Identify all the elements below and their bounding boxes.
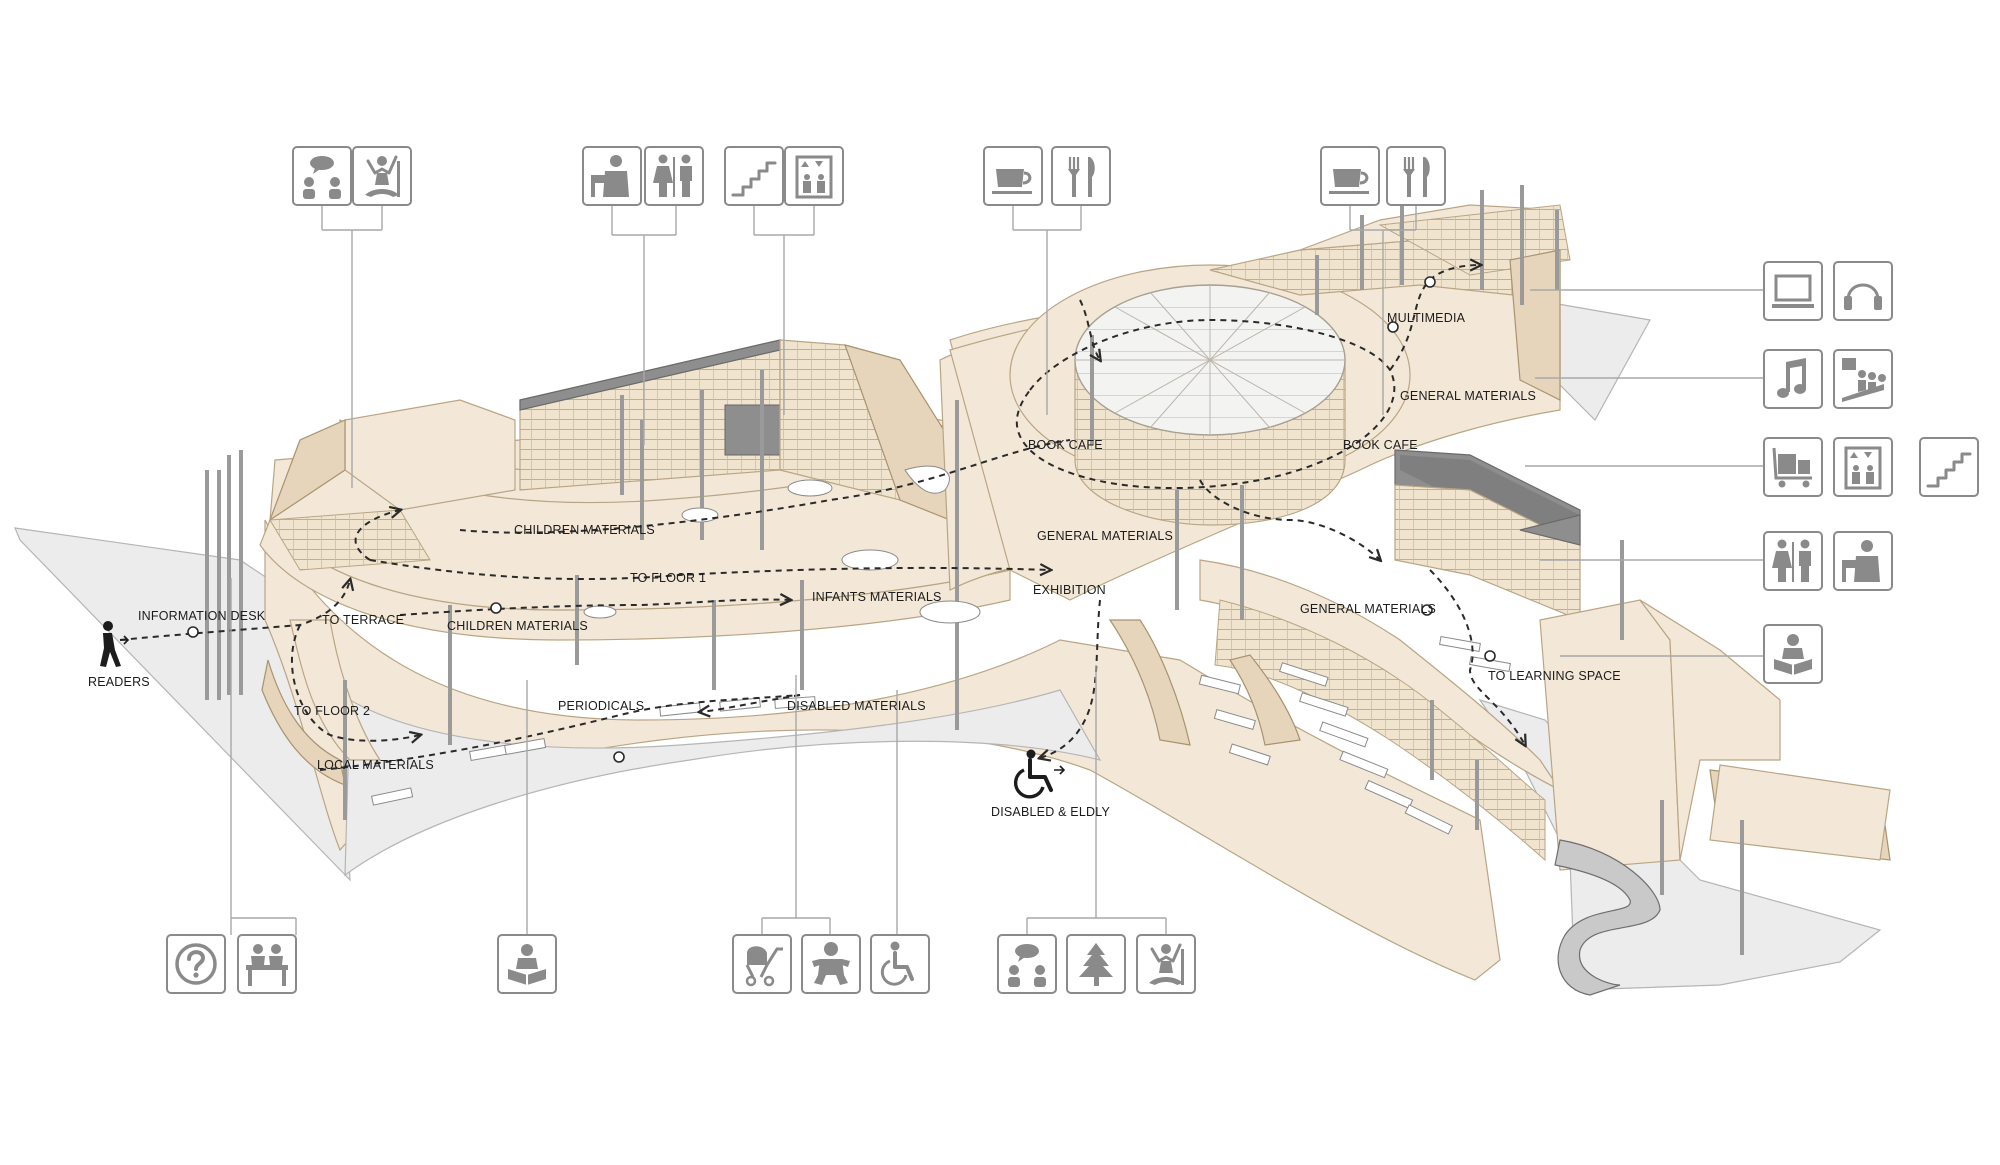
icon-group-right-4 — [1763, 531, 1893, 591]
restroom-icon — [644, 146, 704, 206]
label-periodicals: PERIODICALS — [558, 699, 644, 713]
label-general-materials-right: GENERAL MATERIALS — [1300, 602, 1436, 616]
label-children-materials-lower: CHILDREN MATERIALS — [447, 619, 588, 633]
headphones-icon — [1833, 261, 1893, 321]
music-icon — [1763, 349, 1823, 409]
label-to-terrace: TO TERRACE — [322, 613, 404, 627]
relax-yoga-icon — [352, 146, 412, 206]
icon-group-top-4 — [1320, 146, 1446, 206]
label-disabled-eldly: DISABLED & ELDLY — [991, 805, 1110, 819]
label-readers: READERS — [88, 675, 150, 689]
elevator-icon — [1833, 437, 1893, 497]
stairs-icon — [724, 146, 784, 206]
leader-lines — [230, 205, 1764, 935]
label-children-materials-upper: CHILDREN MATERIALS — [514, 523, 655, 537]
reception-icon — [1833, 531, 1893, 591]
stroller-icon — [732, 934, 792, 994]
restroom-icon — [1763, 531, 1823, 591]
walking-person-icon — [100, 621, 130, 667]
baby-icon — [801, 934, 861, 994]
dining-icon — [1386, 146, 1446, 206]
discussion-icon — [997, 934, 1057, 994]
icon-group-right-1 — [1763, 261, 1893, 321]
reading-icon — [497, 934, 557, 994]
label-book-cafe-left: BOOK CAFE — [1028, 438, 1103, 452]
relax-yoga-icon — [1136, 934, 1196, 994]
label-to-floor-1: TO FLOOR 1 — [630, 571, 706, 585]
label-general-materials-upper: GENERAL MATERIALS — [1400, 389, 1536, 403]
reception-icon — [582, 146, 642, 206]
icon-group-bottom-2 — [497, 934, 557, 994]
stairs-icon — [1919, 437, 1979, 497]
label-book-cafe-right: BOOK CAFE — [1343, 438, 1418, 452]
label-infants-materials: INFANTS MATERIALS — [812, 590, 942, 604]
icon-group-top-1 — [292, 146, 412, 206]
icon-group-right-5 — [1763, 624, 1823, 684]
label-disabled-materials: DISABLED MATERIALS — [787, 699, 926, 713]
icon-group-right-3 — [1763, 437, 1979, 497]
reading-icon — [1763, 624, 1823, 684]
icon-group-right-2 — [1763, 349, 1893, 409]
space-labels: READERS INFORMATION DESK TO TERRACE TO F… — [88, 311, 1621, 819]
label-information-desk: INFORMATION DESK — [138, 609, 266, 623]
information-desk-icon — [237, 934, 297, 994]
label-general-materials-center: GENERAL MATERIALS — [1037, 529, 1173, 543]
luggage-cart-icon — [1763, 437, 1823, 497]
discussion-icon — [292, 146, 352, 206]
label-multimedia: MULTIMEDIA — [1387, 311, 1466, 325]
icon-group-bottom-1 — [166, 934, 297, 994]
coffee-icon — [1320, 146, 1380, 206]
auditorium-icon — [1833, 349, 1893, 409]
label-local-materials: LOCAL MATERIALS — [317, 758, 434, 772]
dining-icon — [1051, 146, 1111, 206]
wheelchair-arrow-icon — [1013, 749, 1066, 799]
computer-icon — [1763, 261, 1823, 321]
elevator-icon — [784, 146, 844, 206]
icon-group-top-3 — [983, 146, 1111, 206]
icon-group-top-2 — [582, 146, 844, 206]
icon-group-bottom-3 — [732, 934, 930, 994]
icon-group-bottom-4 — [997, 934, 1196, 994]
wheelchair-icon — [870, 934, 930, 994]
building-structure — [205, 185, 1891, 996]
label-exhibition: EXHIBITION — [1033, 583, 1106, 597]
tree-icon — [1066, 934, 1126, 994]
label-to-learning-space: TO LEARNING SPACE — [1488, 669, 1621, 683]
question-icon — [166, 934, 226, 994]
circulation-routes — [119, 265, 1525, 771]
label-to-floor-2: TO FLOOR 2 — [294, 704, 370, 718]
coffee-icon — [983, 146, 1043, 206]
